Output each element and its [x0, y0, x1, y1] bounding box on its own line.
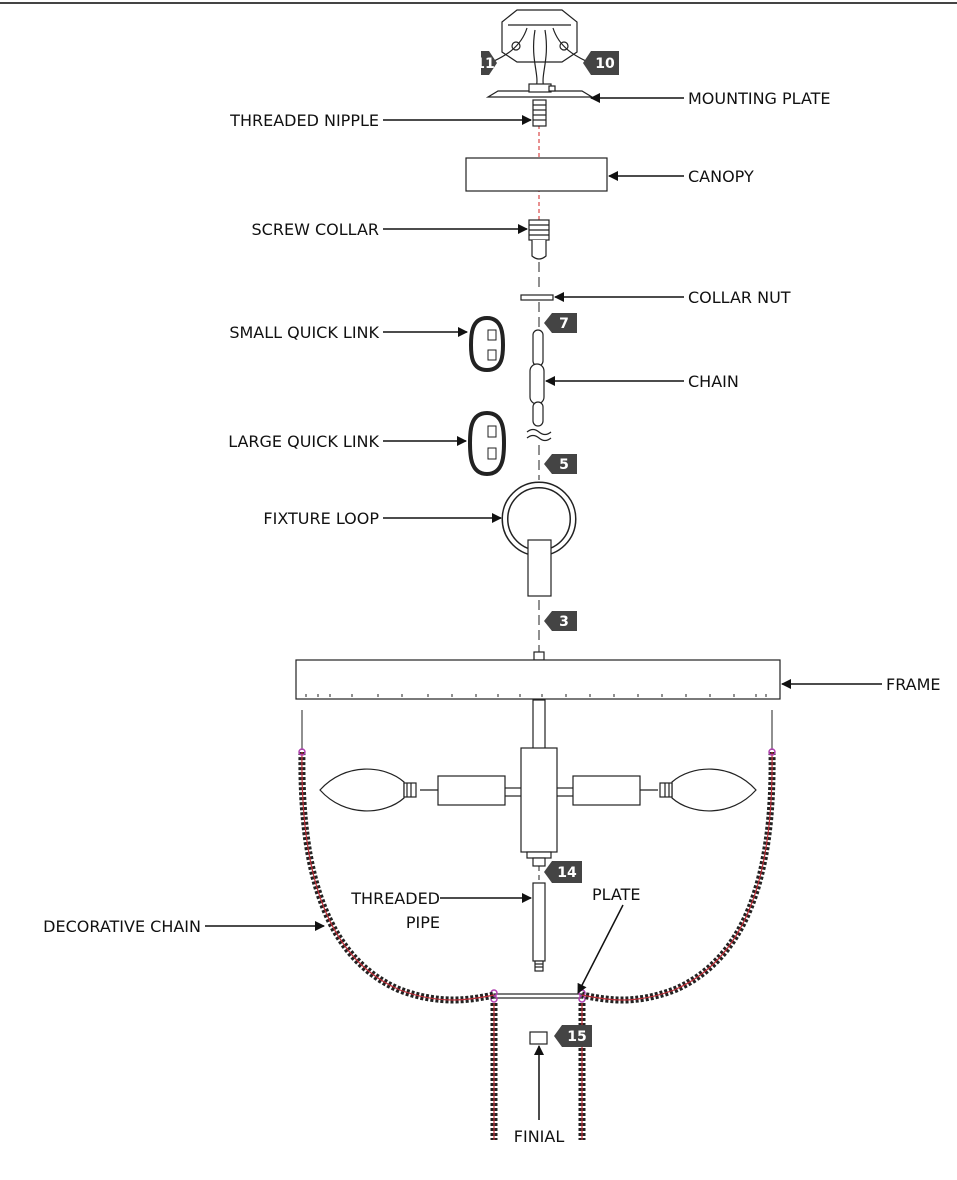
- right-arm: [572, 775, 658, 806]
- plate-leader: [577, 904, 624, 994]
- frame-label: FRAME: [886, 675, 941, 694]
- fixture-loop-label: FIXTURE LOOP: [263, 509, 379, 528]
- step-tag-14: 14: [544, 861, 582, 883]
- threaded-pipe-label-line2: PIPE: [406, 913, 440, 932]
- step-tag-5: 5: [544, 454, 577, 474]
- decorative-chain-left: [298, 748, 498, 1140]
- large-quick-link-label: LARGE QUICK LINK: [228, 432, 379, 451]
- threaded-nipple-label: THREADED NIPPLE: [229, 111, 379, 130]
- chain-label: CHAIN: [688, 372, 739, 391]
- screw-collar-label: SCREW COLLAR: [252, 220, 379, 239]
- svg-text:7: 7: [559, 316, 569, 332]
- left-bulb: [319, 768, 417, 812]
- left-arm: [420, 775, 506, 806]
- step-tag-3: 3: [544, 611, 577, 631]
- center-column: [505, 699, 573, 867]
- mounting-plate-label: MOUNTING PLATE: [688, 89, 831, 108]
- small-quick-link-label: SMALL QUICK LINK: [229, 323, 379, 342]
- mounting-plate: [485, 83, 595, 98]
- plate: [490, 989, 586, 1003]
- right-bulb: [659, 768, 757, 812]
- junction-box: [491, 9, 589, 89]
- plate-label: PLATE: [592, 885, 641, 904]
- step-tag-11: 11: [475, 51, 497, 75]
- fixture-loop: [501, 481, 577, 597]
- svg-text:15: 15: [567, 1029, 586, 1045]
- svg-text:10: 10: [595, 56, 615, 72]
- screw-collar: [528, 219, 550, 260]
- svg-text:14: 14: [557, 865, 577, 881]
- frame: [295, 651, 781, 750]
- decorative-chain-right: [578, 748, 776, 1140]
- finial-label: FINIAL: [514, 1127, 565, 1146]
- large-quick-link: [467, 410, 507, 477]
- step-tag-7: 7: [544, 313, 577, 333]
- finial: [529, 1031, 548, 1045]
- threaded-pipe-label-line1: THREADED: [350, 889, 440, 908]
- step-tag-15: 15: [554, 1025, 592, 1047]
- threaded-nipple: [532, 99, 547, 127]
- canopy: [465, 157, 608, 192]
- svg-text:5: 5: [559, 457, 569, 473]
- collar-nut: [520, 294, 554, 301]
- decorative-chain-label: DECORATIVE CHAIN: [43, 917, 201, 936]
- threaded-pipe: [532, 882, 546, 972]
- canopy-label: CANOPY: [688, 167, 754, 186]
- svg-text:11: 11: [475, 56, 494, 72]
- chain: [526, 329, 552, 442]
- small-quick-link: [468, 315, 506, 373]
- step-tag-10: 10: [583, 51, 619, 75]
- svg-text:3: 3: [559, 614, 569, 630]
- collar-nut-label: COLLAR NUT: [688, 288, 791, 307]
